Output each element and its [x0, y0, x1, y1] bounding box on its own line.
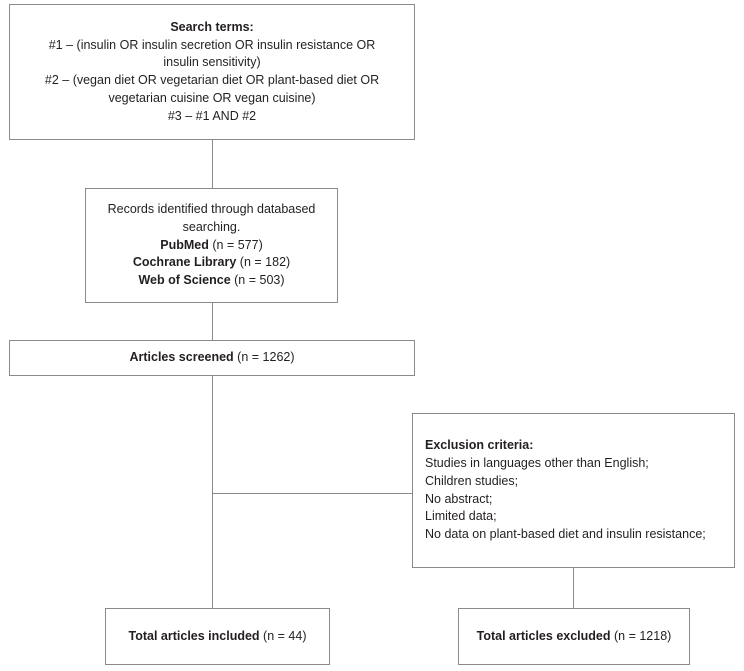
connector-records-to-screened: [211, 302, 213, 341]
connector-search-to-records: [211, 139, 213, 189]
pubmed-label: PubMed: [160, 237, 209, 252]
search-terms-line-3: #2 – (vegan diet OR vegetarian diet OR p…: [44, 73, 380, 87]
articles-screened-text: Articles screened (n = 1262): [20, 349, 404, 367]
total-included-label: Total articles included: [128, 628, 260, 643]
search-terms-line-5: #3 – #1 AND #2: [167, 108, 257, 123]
records-identified-line-1: Records identified through databased: [107, 202, 316, 217]
total-excluded-text: Total articles excluded (n = 1218): [469, 628, 679, 646]
cochrane-label: Cochrane Library: [132, 255, 237, 270]
search-terms-heading: Search terms:: [170, 19, 254, 34]
node-search-terms: Search terms: #1 – (insulin OR insulin s…: [9, 4, 415, 140]
total-excluded-label: Total articles excluded: [476, 628, 611, 643]
records-identified-line-2: searching.: [182, 219, 241, 234]
exclusion-criteria-item-4: Limited data;: [425, 509, 497, 524]
connector-exclusion-to-excluded: [572, 567, 574, 609]
search-terms-line-1: #1 – (insulin OR insulin secretion OR in…: [48, 37, 376, 52]
search-terms-line-4: vegetarian cuisine OR vegan cuisine): [108, 90, 316, 105]
total-included-count: (n = 44): [259, 628, 307, 643]
articles-screened-label: Articles screened: [129, 350, 234, 365]
node-total-articles-included: Total articles included (n = 44): [105, 608, 330, 665]
connector-screened-to-exclusion: [211, 492, 413, 494]
web-of-science-label: Web of Science: [138, 273, 231, 288]
exclusion-criteria-item-1: Studies in languages other than English;: [425, 456, 649, 470]
web-of-science-count: (n = 503): [230, 273, 285, 288]
cochrane-count: (n = 182): [236, 255, 291, 270]
articles-screened-count: (n = 1262): [233, 350, 295, 365]
node-exclusion-criteria: Exclusion criteria: Studies in languages…: [412, 413, 735, 568]
exclusion-criteria-heading: Exclusion criteria:: [425, 438, 534, 453]
search-terms-line-2: insulin sensitivity): [163, 55, 261, 70]
records-source-cochrane: Cochrane Library (n = 182): [96, 254, 327, 272]
total-included-text: Total articles included (n = 44): [116, 628, 319, 646]
exclusion-criteria-item-2: Children studies;: [425, 473, 519, 488]
records-source-pubmed: PubMed (n = 577): [96, 237, 327, 255]
node-articles-screened: Articles screened (n = 1262): [9, 340, 415, 376]
node-records-identified: Records identified through databased sea…: [85, 188, 338, 303]
exclusion-criteria-item-5: No data on plant-based diet and insulin …: [425, 527, 706, 541]
exclusion-criteria-item-3: No abstract;: [425, 491, 493, 506]
pubmed-count: (n = 577): [208, 237, 263, 252]
node-total-articles-excluded: Total articles excluded (n = 1218): [458, 608, 690, 665]
connector-screened-down: [211, 375, 213, 609]
total-excluded-count: (n = 1218): [610, 628, 672, 643]
records-source-web-of-science: Web of Science (n = 503): [96, 272, 327, 290]
